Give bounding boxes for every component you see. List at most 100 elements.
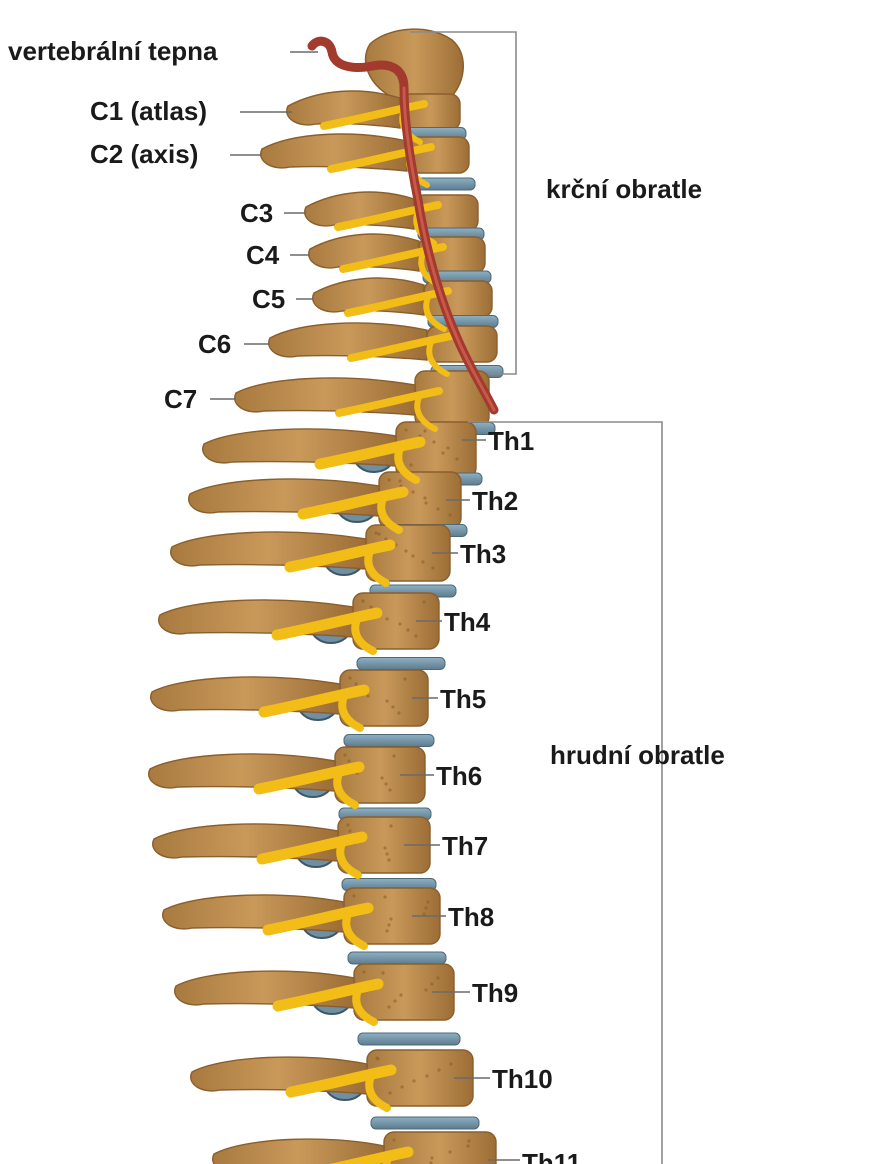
bone-texture <box>389 824 393 828</box>
bone-texture <box>399 993 403 997</box>
bone-texture <box>384 537 388 541</box>
spinous-process <box>268 322 428 361</box>
bone-texture <box>392 1138 396 1142</box>
spinous-process <box>162 894 345 933</box>
th1-label: Th1 <box>488 426 534 456</box>
bone-texture <box>385 852 389 856</box>
bone-texture <box>374 531 378 535</box>
bone-texture <box>430 982 434 986</box>
intervertebral-disc <box>357 1032 461 1046</box>
bone-texture <box>377 532 381 536</box>
th7-label: Th7 <box>442 831 488 861</box>
bone-texture <box>403 677 407 681</box>
bone-texture <box>441 451 445 455</box>
bone-texture <box>393 999 397 1003</box>
bone-texture <box>446 446 450 450</box>
th10-label: Th10 <box>492 1064 553 1094</box>
bone-texture <box>388 788 392 792</box>
spinous-process <box>152 823 339 862</box>
bone-texture <box>411 490 415 494</box>
cervical-group-label: krční obratle <box>546 174 702 204</box>
bone-texture <box>388 1091 392 1095</box>
spinal-nerve-branch <box>377 494 403 534</box>
spinal-nerve <box>328 1146 414 1164</box>
th8-label: Th8 <box>448 902 494 932</box>
c3-label: C3 <box>240 198 273 228</box>
c4-label: C4 <box>246 240 280 270</box>
bone-texture <box>383 846 387 850</box>
spinous-process <box>150 676 341 715</box>
bone-texture <box>381 971 385 975</box>
spinal-nerve <box>285 1064 397 1098</box>
bone-texture <box>348 676 352 680</box>
c2-label: C2 (axis) <box>90 139 198 169</box>
intervertebral-disc <box>343 734 435 747</box>
bone-texture <box>425 1074 429 1078</box>
bone-texture <box>385 929 389 933</box>
spinous-process <box>188 478 380 517</box>
c6-label: C6 <box>198 329 231 359</box>
thoracic-bracket <box>468 421 663 1164</box>
bone-texture <box>397 711 401 715</box>
bone-texture <box>422 600 426 604</box>
bone-texture <box>392 754 396 758</box>
spinal-nerve <box>258 684 370 718</box>
thoracic-group-label: hrudní obratle <box>550 740 725 770</box>
bone-texture <box>383 895 387 899</box>
bone-texture <box>431 566 435 570</box>
bone-texture <box>421 560 425 564</box>
bone-texture <box>424 906 428 910</box>
bone-texture <box>432 440 436 444</box>
bone-texture <box>343 753 347 757</box>
bone-texture <box>448 1150 452 1154</box>
bone-texture <box>385 699 389 703</box>
spinal-nerve-branch <box>342 910 368 950</box>
bone-texture <box>354 682 358 686</box>
bone-texture <box>348 829 352 833</box>
spinal-nerve <box>327 143 435 173</box>
bone-texture <box>409 463 413 467</box>
th4-label: Th4 <box>444 607 491 637</box>
c5-label: C5 <box>252 284 285 314</box>
spinal-nerve <box>284 539 396 573</box>
bone-texture <box>389 917 393 921</box>
bone-texture <box>352 894 356 898</box>
spinal-nerve <box>347 332 455 362</box>
bone-texture <box>423 429 427 433</box>
spinal-nerve <box>339 243 447 273</box>
spinal-nerve <box>272 978 384 1012</box>
th9-label: Th9 <box>472 978 518 1008</box>
spinal-nerve <box>320 100 428 130</box>
intervertebral-disc <box>347 951 447 965</box>
spinous-process <box>170 531 367 570</box>
bone-texture <box>380 776 384 780</box>
bone-texture <box>362 970 366 974</box>
spinal-nerve <box>262 902 374 936</box>
spinal-nerve <box>334 201 442 231</box>
leader-lines <box>210 51 520 1161</box>
spinal-nerve-branch <box>394 444 420 484</box>
th6-label: Th6 <box>436 761 482 791</box>
bone-texture <box>424 501 428 505</box>
bone-texture <box>455 457 459 461</box>
bone-texture <box>430 1156 434 1160</box>
th2-label: Th2 <box>472 486 518 516</box>
c1-label: C1 (atlas) <box>90 96 207 126</box>
spinal-nerve-branch <box>414 394 438 432</box>
bone-texture <box>414 634 418 638</box>
bone-texture <box>361 599 365 603</box>
bone-texture <box>448 513 452 517</box>
spinal-nerve-branch <box>382 1154 392 1164</box>
bone-texture <box>347 759 351 763</box>
bone-texture <box>385 617 389 621</box>
bone-texture <box>422 912 426 916</box>
th11-label: Th11 <box>522 1148 581 1164</box>
bone-texture <box>376 1057 380 1061</box>
spinal-nerve <box>253 761 365 795</box>
bone-texture <box>429 1161 433 1164</box>
bone-texture <box>398 622 402 626</box>
bone-texture <box>346 823 350 827</box>
spinal-nerve <box>314 436 426 470</box>
spinal-nerve-branch <box>336 839 362 879</box>
bone-texture <box>426 900 430 904</box>
